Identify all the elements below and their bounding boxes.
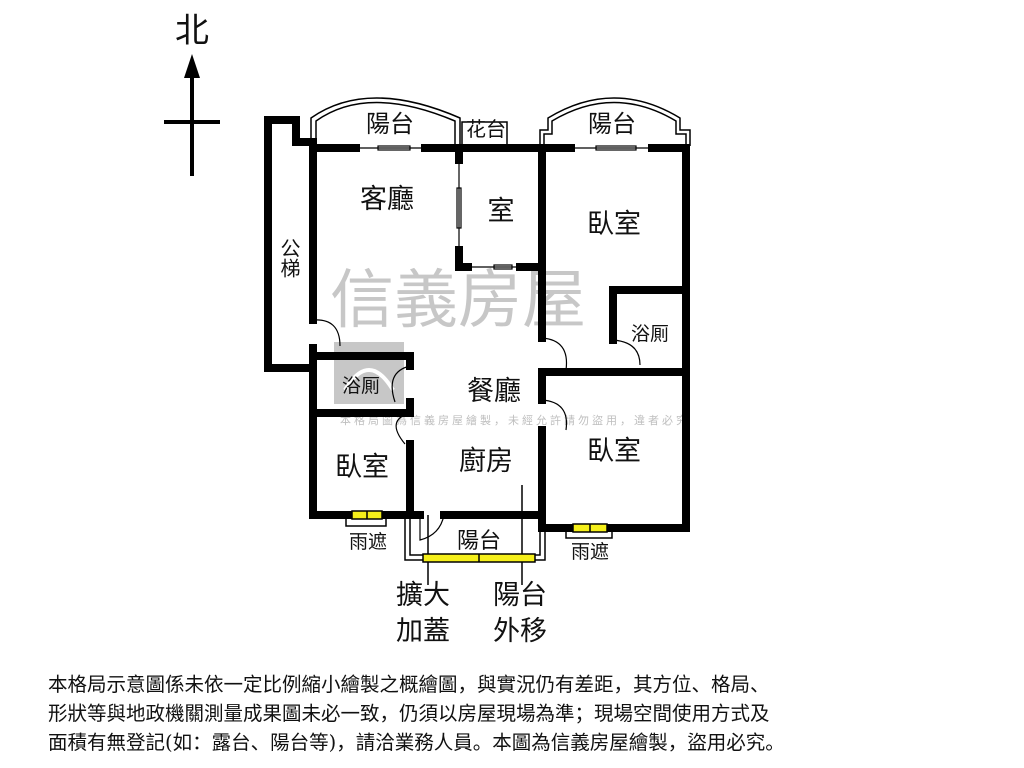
annotation-extension-1: 擴大 [396, 580, 450, 611]
disclaimer-line: 形狀等與地政機關測量成果圖未必一致，仍須以房屋現場為準；現場空間使用方式及 [48, 702, 770, 725]
label-living-room: 客廳 [360, 184, 414, 215]
watermark-notice: 本格局圖為信義房屋繪製，未經允許請勿盜用，違者必究 [340, 413, 690, 427]
annotation-balcony-moved-2: 外移 [493, 616, 547, 647]
label-balcony-bottom: 陽台 [457, 529, 501, 554]
label-rain-cover-left: 雨遮 [349, 531, 387, 553]
label-dining-room: 餐廳 [467, 376, 521, 407]
label-kitchen: 廚房 [459, 446, 513, 477]
disclaimer-line: 面積有無登記(如：露台、陽台等)，請洽業務人員。本圖為信義房屋繪製，盜用必究。 [48, 731, 785, 754]
annotation-balcony-moved-1: 陽台 [493, 580, 547, 611]
label-bath-left: 浴厠 [342, 375, 380, 397]
label-balcony-top-right: 陽台 [588, 110, 636, 138]
walls [264, 116, 690, 532]
north-label: 北 [175, 11, 209, 51]
watermark-brand: 信義房屋 [330, 264, 586, 338]
label-stairs: 公梯 [277, 238, 301, 278]
disclaimer: 本格局示意圖係未依一定比例縮小繪製之概繪圖，與實況仍有差距，其方位、格局、 形狀… [48, 670, 988, 757]
label-rain-cover-right: 雨遮 [571, 541, 609, 563]
label-room: 室 [488, 196, 515, 227]
windows-doors [312, 145, 652, 541]
balcony-outlines [310, 97, 691, 585]
label-bath-right: 浴厠 [631, 323, 669, 345]
north-arrow-icon [164, 54, 220, 176]
label-bedroom-ne: 臥室 [587, 209, 641, 240]
annotation-extension-2: 加蓋 [396, 616, 450, 647]
label-balcony-top-left: 陽台 [366, 110, 414, 138]
disclaimer-line: 本格局示意圖係未依一定比例縮小繪製之概繪圖，與實況仍有差距，其方位、格局、 [48, 673, 770, 696]
label-bedroom-sw: 臥室 [335, 452, 389, 483]
yellow-windows [351, 510, 608, 563]
label-planter: 花台 [466, 117, 506, 141]
label-bedroom-se: 臥室 [587, 436, 641, 467]
